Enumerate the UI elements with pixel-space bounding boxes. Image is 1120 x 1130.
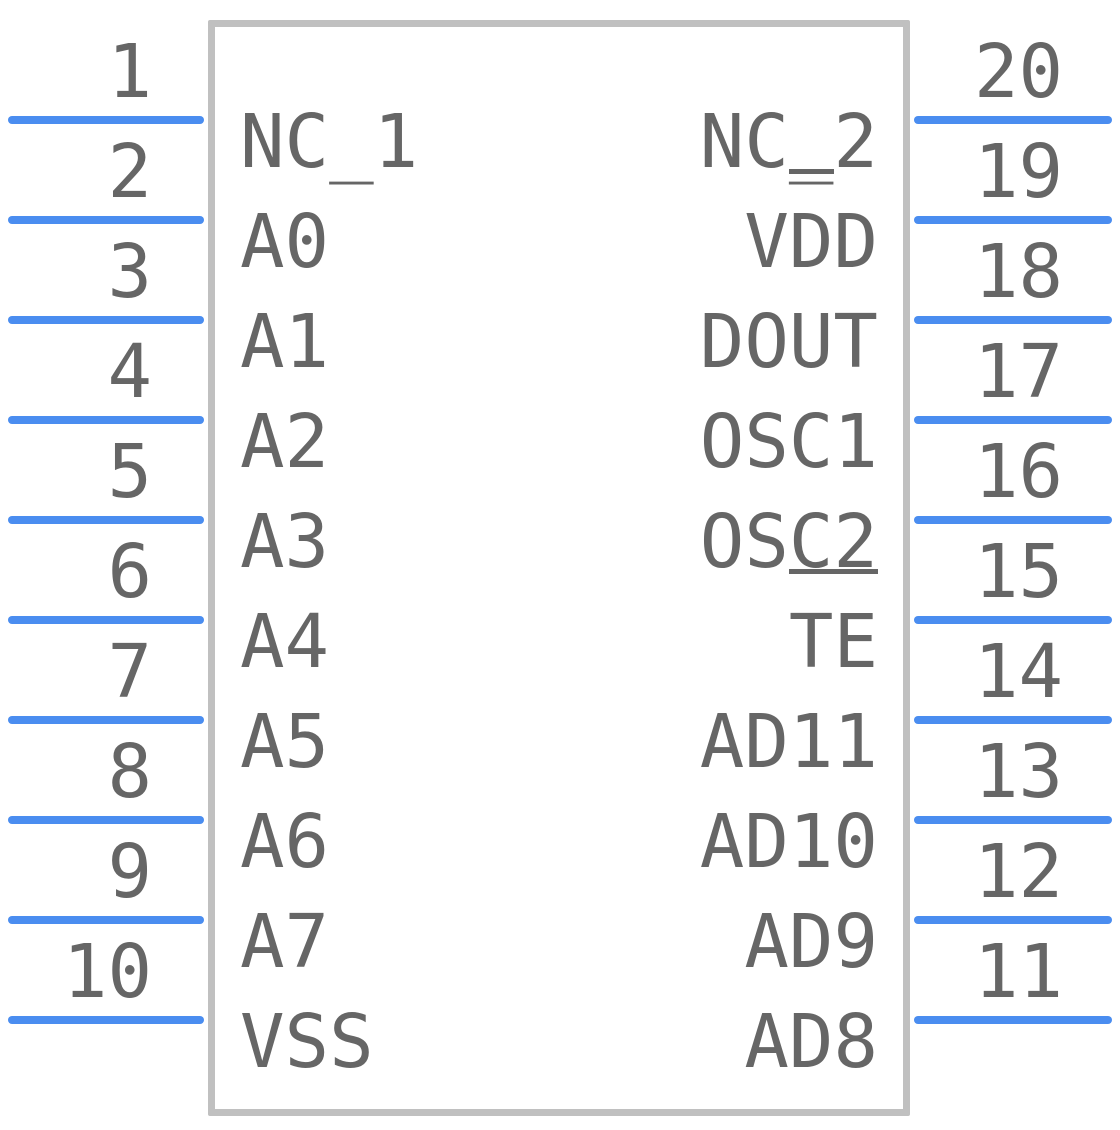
pin-number-13: 13 — [974, 729, 1064, 815]
pin-label-3: A1 — [240, 299, 330, 385]
pin-line-3 — [8, 316, 204, 324]
pin-line-9 — [8, 916, 204, 924]
pin-line-5 — [8, 516, 204, 524]
pin-line-11 — [914, 1016, 1112, 1024]
pin-line-1 — [8, 116, 204, 124]
pin-line-17 — [914, 416, 1112, 424]
pin-line-20 — [914, 116, 1112, 124]
pin-number-14: 14 — [974, 629, 1064, 715]
pin-number-19: 19 — [974, 129, 1064, 215]
pin-line-16 — [914, 516, 1112, 524]
pin-label-13: AD10 — [699, 799, 878, 885]
overline-19 — [789, 169, 834, 174]
pin-label-12: AD9 — [744, 899, 878, 985]
pin-line-18 — [914, 316, 1112, 324]
pin-line-6 — [8, 616, 204, 624]
pin-line-15 — [914, 616, 1112, 624]
pin-line-19 — [914, 216, 1112, 224]
overline-15 — [789, 569, 878, 574]
pin-line-4 — [8, 416, 204, 424]
pin-label-1: NC_1 — [240, 99, 419, 185]
pin-number-12: 12 — [974, 829, 1064, 915]
pin-number-7: 7 — [107, 629, 152, 715]
pin-number-20: 20 — [974, 29, 1064, 115]
pin-line-7 — [8, 716, 204, 724]
pin-number-5: 5 — [107, 429, 152, 515]
pin-label-11: AD8 — [744, 999, 878, 1085]
pin-label-18: DOUT — [699, 299, 878, 385]
pin-line-2 — [8, 216, 204, 224]
pin-label-5: A3 — [240, 499, 330, 585]
pin-label-2: A0 — [240, 199, 330, 285]
pin-number-9: 9 — [107, 829, 152, 915]
pin-label-9: A7 — [240, 899, 330, 985]
component-body — [208, 20, 910, 1116]
pin-number-16: 16 — [974, 429, 1064, 515]
pin-label-20: NC_2 — [699, 99, 878, 185]
pin-number-4: 4 — [107, 329, 152, 415]
pin-label-15: TE — [788, 599, 878, 685]
pin-label-4: A2 — [240, 399, 330, 485]
pin-line-12 — [914, 916, 1112, 924]
pin-label-17: OSC1 — [699, 399, 878, 485]
pin-label-14: AD11 — [699, 699, 878, 785]
pin-number-6: 6 — [107, 529, 152, 615]
pin-number-15: 15 — [974, 529, 1064, 615]
pin-number-10: 10 — [62, 929, 152, 1015]
pin-number-1: 1 — [107, 29, 152, 115]
pin-line-10 — [8, 1016, 204, 1024]
pin-number-8: 8 — [107, 729, 152, 815]
pin-label-8: A6 — [240, 799, 330, 885]
pin-label-19: VDD — [744, 199, 878, 285]
pin-number-3: 3 — [107, 229, 152, 315]
pin-number-17: 17 — [974, 329, 1064, 415]
pin-label-6: A4 — [240, 599, 330, 685]
pin-line-14 — [914, 716, 1112, 724]
pin-label-7: A5 — [240, 699, 330, 785]
pin-number-2: 2 — [107, 129, 152, 215]
pin-label-10: VSS — [240, 999, 374, 1085]
pin-line-13 — [914, 816, 1112, 824]
pin-number-18: 18 — [974, 229, 1064, 315]
pin-label-16: OSC2 — [699, 499, 878, 585]
pin-line-8 — [8, 816, 204, 824]
pin-number-11: 11 — [974, 929, 1064, 1015]
